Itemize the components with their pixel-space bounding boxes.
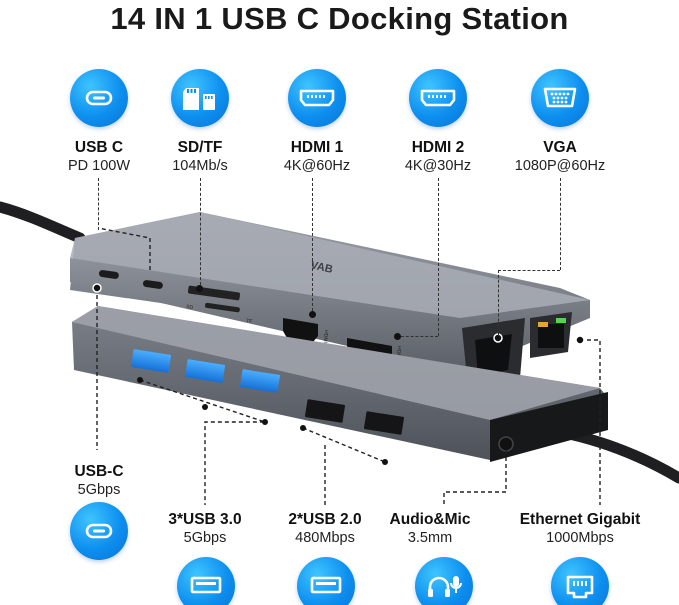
tf-slot <box>205 302 240 313</box>
vga-leader <box>560 178 561 270</box>
sd-tf-leader-dot <box>196 285 203 292</box>
usb-c-pd-spec: PD 100W <box>67 158 131 174</box>
usb-c-pd-label: USB C PD 100W <box>34 138 164 176</box>
usb-3-port <box>239 369 281 393</box>
page-title: 14 IN 1 USB C Docking Station <box>110 1 569 36</box>
usb-3-label: 3*USB 3.0 5Gbps <box>140 510 270 548</box>
usb-c-cable <box>0 201 86 244</box>
usb-3-port <box>184 359 226 383</box>
usb-c-gen1-spec: 5Gbps <box>77 482 121 498</box>
hdmi-2-name: HDMI 2 <box>411 139 465 156</box>
usb-2-spec: 480Mbps <box>295 530 355 546</box>
audio-mic-label: Audio&Mic 3.5mm <box>365 510 495 548</box>
hdmi-1-spec: 4K@60Hz <box>283 158 351 174</box>
usb-c-gen1-label: USB-C 5Gbps <box>34 462 164 500</box>
usb-c-pd-name: USB C <box>74 139 124 156</box>
ethernet-label: Ethernet Gigabit 1000Mbps <box>505 510 655 548</box>
hdmi-2-marking: HDMI <box>395 346 402 359</box>
sd-tf-leader <box>200 178 201 290</box>
usb-2-name: 2*USB 2.0 <box>288 511 362 528</box>
usb-3-port <box>130 349 172 373</box>
audio-jack <box>498 436 514 452</box>
ethernet-spec: 1000Mbps <box>546 530 614 546</box>
vga-leader-h <box>498 270 560 271</box>
usb-c-port <box>142 280 163 289</box>
usb-c-port <box>98 270 119 279</box>
hdmi-2-spec: 4K@30Hz <box>404 158 472 174</box>
hdmi-1-label: HDMI 1 4K@60Hz <box>252 138 382 176</box>
usb-3-name: 3*USB 3.0 <box>168 511 242 528</box>
hdmi-1-leader-dot <box>309 311 316 318</box>
usb-3-ports <box>130 349 281 393</box>
hdmi-icon <box>409 69 467 127</box>
usb-c-pd-leader <box>98 178 99 230</box>
sd-tf-spec: 104Mb/s <box>172 158 228 174</box>
ethernet-led <box>538 322 548 327</box>
hdmi-2-leader-dot <box>394 333 401 340</box>
usb-c-icon <box>70 502 128 560</box>
hdmi-2-leader <box>438 178 439 336</box>
headset-mic-icon <box>415 557 473 605</box>
usb-c-gen1-name: USB-C <box>74 463 124 480</box>
hdmi-port <box>283 318 318 342</box>
usb-2-port <box>304 399 346 423</box>
usb-2-port <box>363 411 405 435</box>
usb-3-spec: 5Gbps <box>183 530 227 546</box>
vga-name: VGA <box>543 139 577 156</box>
hdmi-2-label: HDMI 2 4K@30Hz <box>373 138 503 176</box>
hdmi-1-name: HDMI 1 <box>290 139 344 156</box>
vga-icon <box>531 69 589 127</box>
audio-mic-name: Audio&Mic <box>389 511 471 528</box>
tf-marking: TF <box>246 318 253 325</box>
usb-a-icon <box>297 557 355 605</box>
usb-c-cable <box>554 426 679 484</box>
sd-tf-label: SD/TF 104Mb/s <box>135 138 265 176</box>
sd-marking: SD <box>186 304 194 311</box>
vga-label: VGA 1080P@60Hz <box>495 138 625 176</box>
usb-2-label: 2*USB 2.0 480Mbps <box>260 510 390 548</box>
brand-mark: VAB <box>309 259 334 276</box>
ethernet-icon <box>551 557 609 605</box>
usb-2-ports <box>304 399 405 435</box>
hdmi-2-leader-h <box>396 336 438 337</box>
hdmi-1-leader <box>312 178 313 316</box>
sd-tf-name: SD/TF <box>177 139 223 156</box>
vga-spec: 1080P@60Hz <box>514 158 606 174</box>
usb-c-icon <box>70 69 128 127</box>
vga-leader-v <box>498 270 499 336</box>
hdmi-icon <box>288 69 346 127</box>
ethernet-name: Ethernet Gigabit <box>519 511 641 528</box>
sd-card-icon <box>171 69 229 127</box>
ethernet-led <box>556 318 566 323</box>
audio-mic-spec: 3.5mm <box>407 530 453 546</box>
hdmi-1-marking: HDMI <box>322 330 329 343</box>
usb-a-icon <box>177 557 235 605</box>
